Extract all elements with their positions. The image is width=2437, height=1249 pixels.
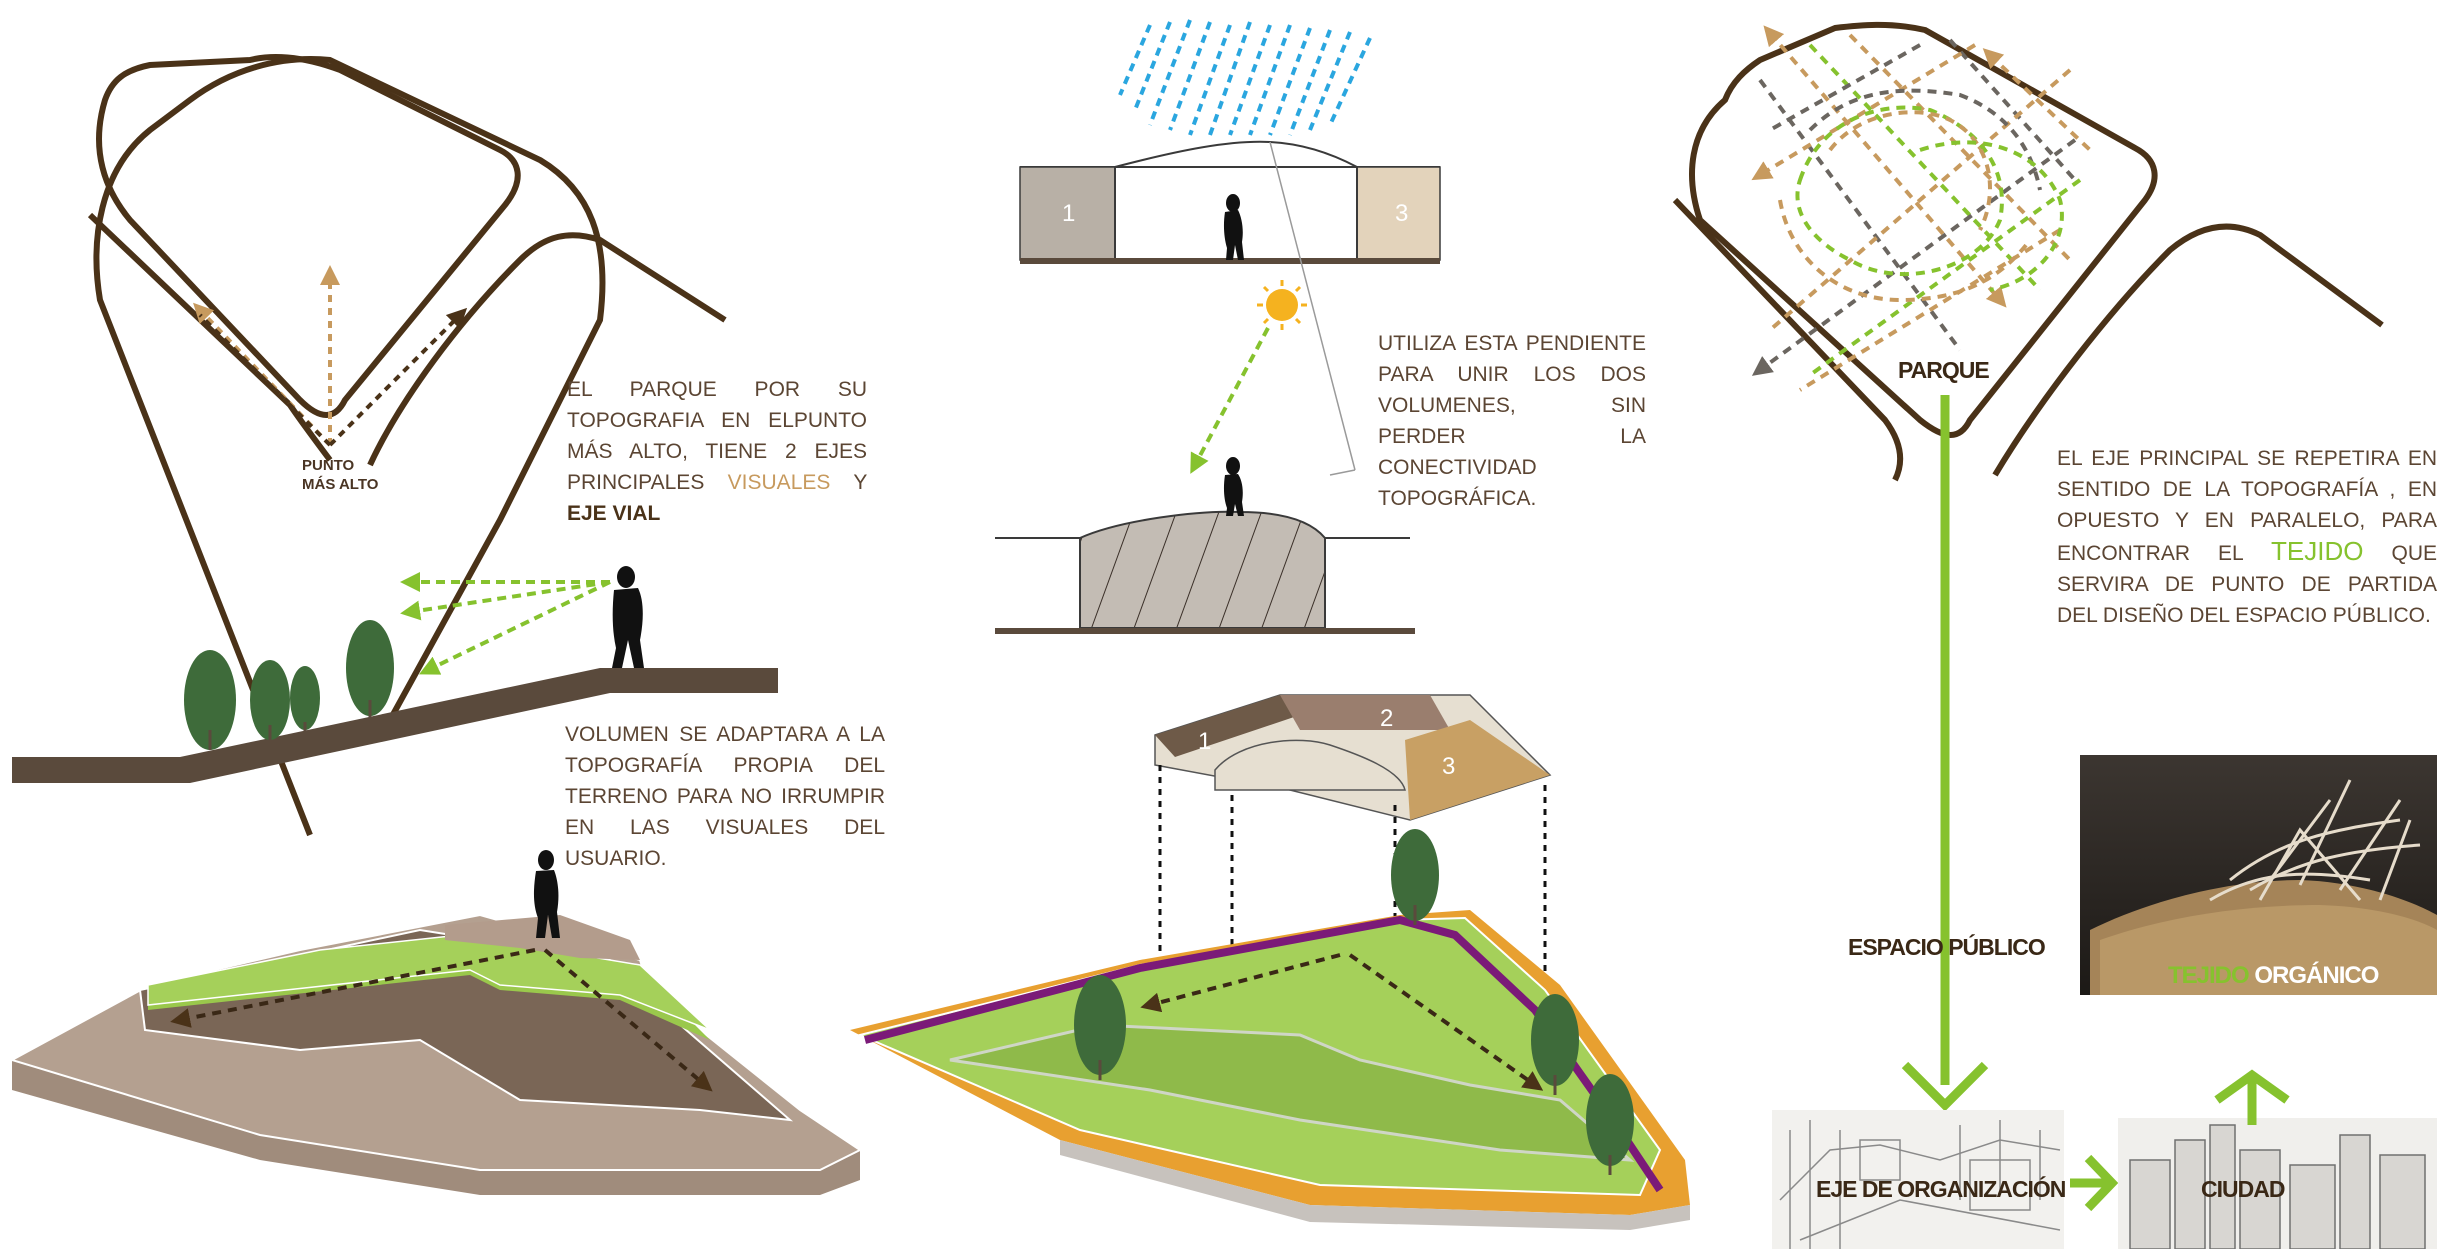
pendiente-description: UTILIZA ESTA PENDIENTE PARA UNIR LOS DOS… xyxy=(1378,332,1646,510)
rain-section xyxy=(1019,19,1441,476)
organico-word: ORGÁNICO xyxy=(2254,962,2379,989)
parque-description: EL PARQUE POR SU TOPOGRAFIA EN ELPUNTO M… xyxy=(567,374,867,529)
parque-label: PARQUE xyxy=(1898,357,1990,383)
person-icon xyxy=(612,566,644,668)
volume-3-top-label: 3 xyxy=(1442,753,1455,780)
person-icon xyxy=(1223,194,1244,260)
tejido-organico-photo xyxy=(2080,755,2437,995)
volume-1-label: 1 xyxy=(1062,200,1075,227)
tejido-word: TEJIDO xyxy=(2168,962,2250,989)
tejido-highlight: TEJIDO xyxy=(2271,536,2364,566)
eje-description-end: QUE SERVIRA DE PUNTO DE PARTIDA DEL DISE… xyxy=(2057,542,2437,627)
park-plan-diagram xyxy=(87,54,727,837)
road-axis-back xyxy=(198,313,332,447)
road-edge-left xyxy=(87,212,333,462)
person-icon xyxy=(1223,457,1244,516)
volume-3-label: 3 xyxy=(1395,200,1408,227)
espacio-publico-label: ESPACIO PÚBLICO xyxy=(1848,934,2046,960)
sun-icon xyxy=(1257,280,1307,330)
road-axis xyxy=(328,307,468,447)
eje-description-text: EL EJE PRINCIPAL SE REPETIRA EN SENTIDO … xyxy=(2057,447,2437,565)
parque-description-and: Y xyxy=(830,471,867,494)
woven-axes-plan xyxy=(1672,21,2384,1112)
mound-section xyxy=(995,457,1415,634)
volumen-description: VOLUMEN SE ADAPTARA A LA TOPOGRAFÍA PROP… xyxy=(565,723,885,870)
ciudad-sketch xyxy=(2118,1118,2437,1249)
punto-label-line2: MÁS ALTO xyxy=(302,476,379,493)
person-icon xyxy=(533,850,560,938)
punto-label-line1: PUNTO xyxy=(302,457,355,474)
visuales-highlight: VISUALES xyxy=(727,471,831,494)
volume-2-top-label: 2 xyxy=(1380,705,1393,732)
parque-description-text: EL PARQUE POR SU TOPOGRAFIA EN ELPUNTO M… xyxy=(567,378,867,494)
eje-vial-highlight: EJE VIAL xyxy=(567,502,661,525)
volume-1-top-label: 1 xyxy=(1198,728,1211,755)
terrain-model-left xyxy=(9,850,862,1195)
punto-mas-alto-label: PUNTO MÁS ALTO xyxy=(302,456,422,494)
eje-organizacion-label: EJE DE ORGANIZACIÓN xyxy=(1816,1176,2066,1202)
volumes-axonometric xyxy=(850,694,1690,1230)
park-outline xyxy=(96,54,521,418)
tejido-organico-caption: TEJIDO ORGÁNICO xyxy=(2168,962,2379,990)
slope-section xyxy=(12,566,778,783)
eje-principal-description: EL EJE PRINCIPAL SE REPETIRA EN SENTIDO … xyxy=(2057,443,2437,631)
eje-organizacion-sketch xyxy=(1772,1110,2064,1249)
road-edge-right xyxy=(367,232,727,467)
ciudad-label: CIUDAD xyxy=(2201,1176,2285,1202)
